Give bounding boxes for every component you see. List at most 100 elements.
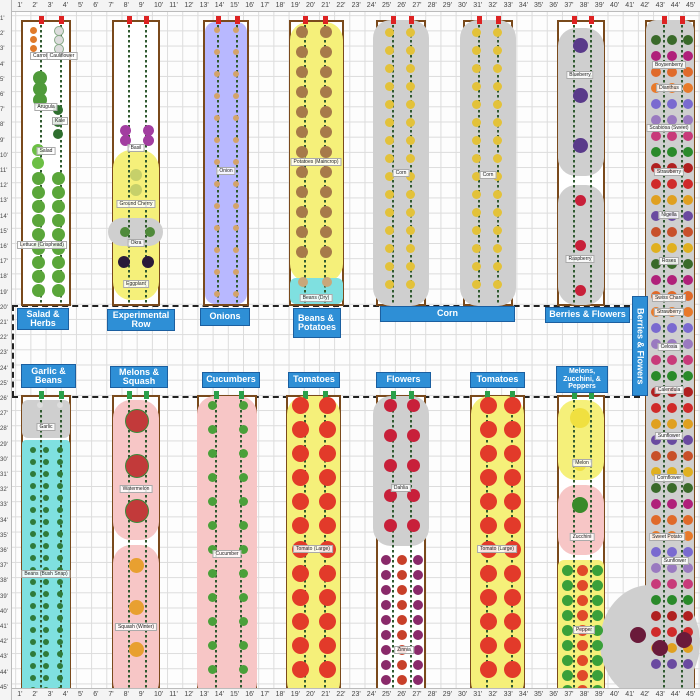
banner-melons-squash[interactable]: Melons & Squash — [110, 366, 168, 388]
flower-icon[interactable] — [651, 579, 661, 589]
pepper-icon[interactable] — [591, 639, 603, 651]
flower-icon[interactable] — [683, 147, 693, 157]
flower-icon[interactable] — [683, 195, 693, 205]
corn-icon[interactable] — [492, 153, 502, 163]
bean-icon[interactable] — [43, 639, 49, 645]
cucumber-icon[interactable] — [207, 544, 217, 554]
flower-icon[interactable] — [651, 115, 661, 125]
blueberry-icon[interactable] — [572, 87, 588, 103]
flower-icon[interactable] — [683, 627, 693, 637]
flower-icon[interactable] — [651, 195, 661, 205]
pepper-icon[interactable] — [591, 579, 603, 591]
pepper-icon[interactable] — [576, 594, 588, 606]
pepper-icon[interactable] — [561, 609, 573, 621]
bean-icon[interactable] — [43, 675, 49, 681]
zinnia-icon[interactable] — [381, 570, 391, 580]
arugula-icon[interactable] — [33, 82, 47, 96]
corn-icon[interactable] — [492, 135, 502, 145]
bean-icon[interactable] — [30, 531, 36, 537]
bean-icon[interactable] — [57, 507, 63, 513]
cucumber-icon[interactable] — [238, 664, 248, 674]
drip-valve-icon[interactable] — [38, 16, 44, 24]
flower-icon[interactable] — [683, 419, 693, 429]
flower-icon[interactable] — [667, 35, 677, 45]
tomato-icon[interactable] — [503, 468, 521, 486]
zinnia-icon[interactable] — [397, 585, 407, 595]
flower-icon[interactable] — [667, 323, 677, 333]
flower-icon[interactable] — [667, 99, 677, 109]
bean-icon[interactable] — [30, 507, 36, 513]
pepper-icon[interactable] — [561, 624, 573, 636]
flower-icon[interactable] — [651, 515, 661, 525]
onion-icon[interactable] — [214, 137, 220, 143]
flower-icon[interactable] — [667, 547, 677, 557]
lettuce-icon[interactable] — [51, 283, 65, 297]
zinnia-icon[interactable] — [413, 585, 423, 595]
flower-icon[interactable] — [683, 483, 693, 493]
bean-icon[interactable] — [57, 483, 63, 489]
flower-icon[interactable] — [667, 115, 677, 125]
eggplant-icon[interactable] — [118, 256, 130, 268]
zinnia-icon[interactable] — [397, 675, 407, 685]
potato-icon[interactable] — [320, 206, 332, 218]
cucumber-icon[interactable] — [238, 496, 248, 506]
corn-icon[interactable] — [471, 81, 481, 91]
blackberry-icon[interactable] — [630, 627, 646, 643]
bean-icon[interactable] — [43, 591, 49, 597]
raspberry-icon[interactable] — [574, 239, 586, 251]
corn-icon[interactable] — [471, 225, 481, 235]
carrot-icon[interactable] — [29, 35, 37, 43]
zinnia-icon[interactable] — [381, 675, 391, 685]
corn-icon[interactable] — [471, 261, 481, 271]
bean-icon[interactable] — [43, 627, 49, 633]
bean-icon[interactable] — [30, 591, 36, 597]
potato-icon[interactable] — [320, 186, 332, 198]
squash-icon[interactable] — [128, 557, 144, 573]
flower-icon[interactable] — [651, 355, 661, 365]
tomato-icon[interactable] — [318, 516, 336, 534]
cucumber-icon[interactable] — [238, 400, 248, 410]
drip-valve-icon[interactable] — [58, 391, 64, 399]
drip-valve-icon[interactable] — [679, 16, 685, 24]
flower-icon[interactable] — [667, 579, 677, 589]
zucchini-icon[interactable] — [572, 497, 588, 513]
bean-icon[interactable] — [30, 651, 36, 657]
drip-valve-icon[interactable] — [302, 16, 308, 24]
drip-valve-icon[interactable] — [571, 391, 577, 399]
potato-icon[interactable] — [320, 226, 332, 238]
cucumber-icon[interactable] — [207, 496, 217, 506]
potato-icon[interactable] — [296, 166, 308, 178]
flower-icon[interactable] — [651, 435, 661, 445]
corn-icon[interactable] — [384, 225, 394, 235]
tomato-icon[interactable] — [503, 612, 521, 630]
potato-icon[interactable] — [320, 246, 332, 258]
corn-icon[interactable] — [384, 261, 394, 271]
cucumber-icon[interactable] — [207, 640, 217, 650]
tomato-icon[interactable] — [318, 612, 336, 630]
tomato-icon[interactable] — [291, 636, 309, 654]
corn-icon[interactable] — [384, 45, 394, 55]
flower-icon[interactable] — [667, 195, 677, 205]
drip-valve-icon[interactable] — [408, 16, 414, 24]
flower-icon[interactable] — [651, 371, 661, 381]
bean-icon[interactable] — [43, 579, 49, 585]
tomato-icon[interactable] — [291, 516, 309, 534]
flower-icon[interactable] — [683, 435, 693, 445]
tomato-icon[interactable] — [479, 492, 497, 510]
corn-icon[interactable] — [384, 189, 394, 199]
ground-cherry-icon[interactable] — [130, 169, 142, 181]
flower-icon[interactable] — [651, 211, 661, 221]
flower-icon[interactable] — [683, 227, 693, 237]
cucumber-icon[interactable] — [207, 448, 217, 458]
corn-icon[interactable] — [471, 171, 481, 181]
dahlia-icon[interactable] — [406, 458, 420, 472]
bean-icon[interactable] — [43, 543, 49, 549]
flower-icon[interactable] — [651, 611, 661, 621]
pepper-icon[interactable] — [591, 654, 603, 666]
eggplant-icon[interactable] — [142, 256, 154, 268]
flower-icon[interactable] — [651, 547, 661, 557]
flower-icon[interactable] — [683, 211, 693, 221]
corn-icon[interactable] — [471, 279, 481, 289]
bean-icon[interactable] — [43, 507, 49, 513]
